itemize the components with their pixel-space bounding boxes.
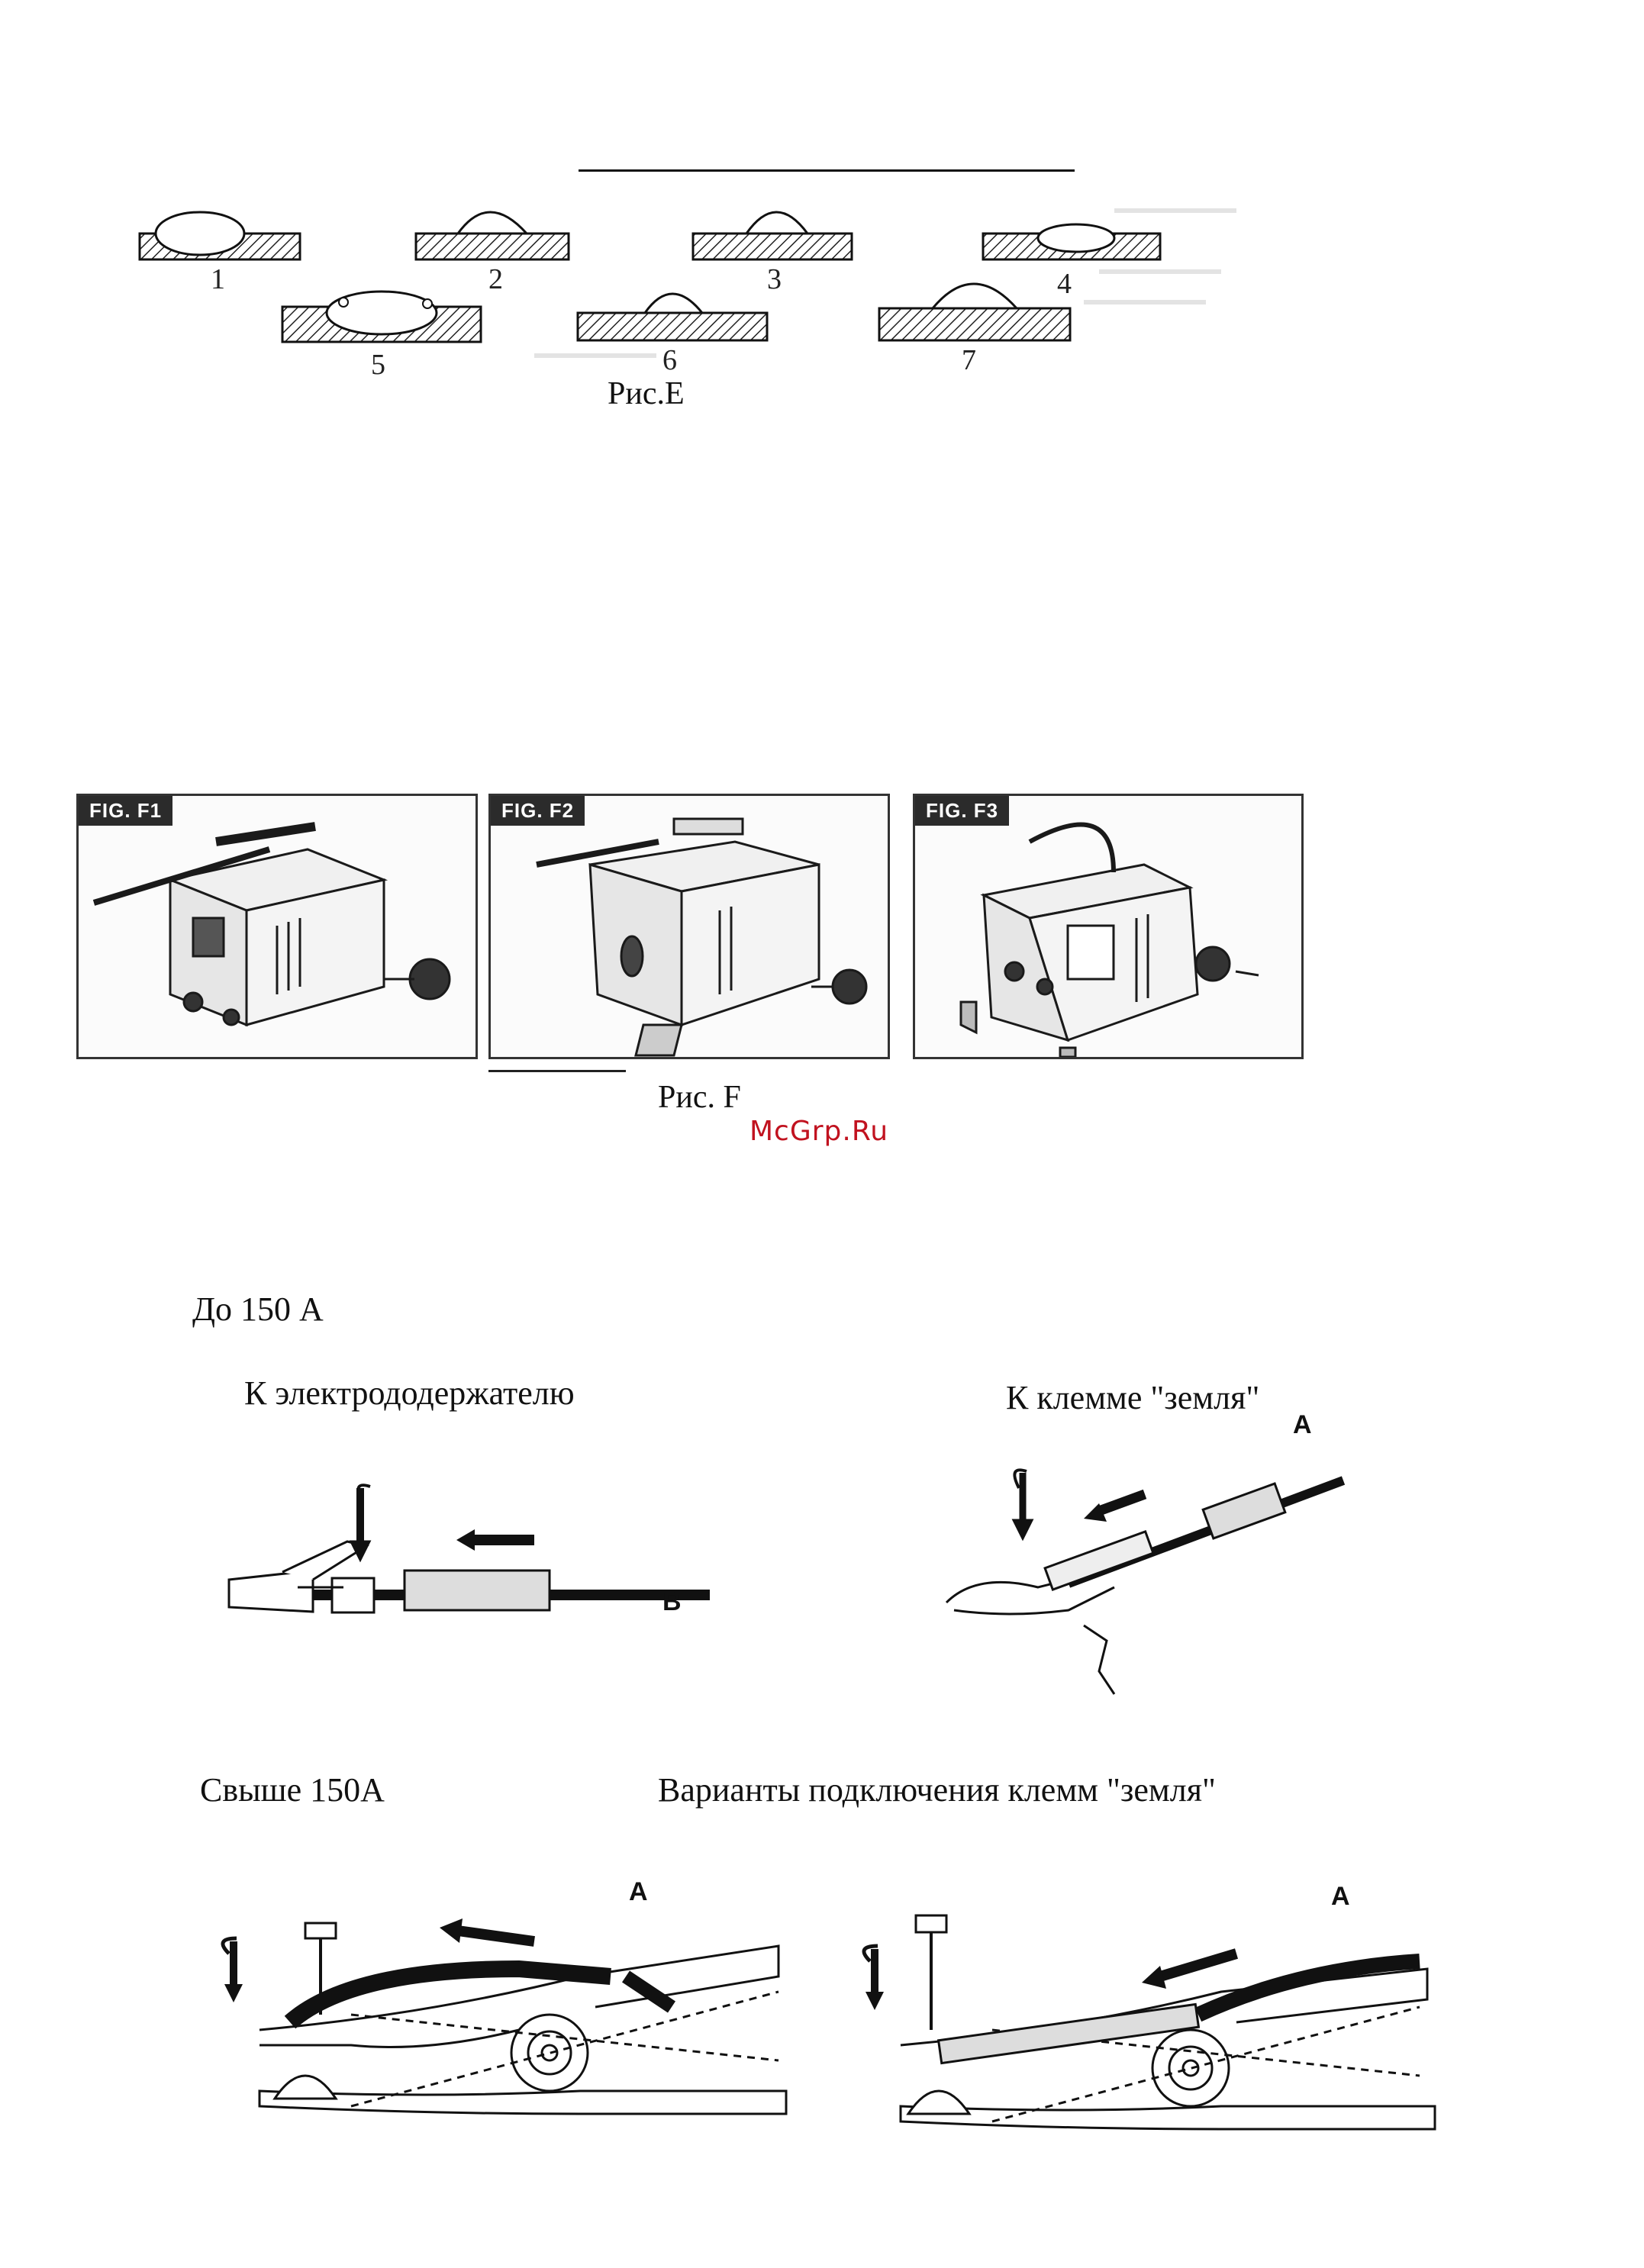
bead-label-3: 3 [767, 263, 782, 296]
ground-clamp-label: К клемме "земля" [1006, 1378, 1259, 1417]
fig-f-caption: Рис. F [658, 1079, 741, 1116]
ground-variants-label: Варианты подключения клемм "земля" [658, 1770, 1216, 1809]
bead-1-drawing [140, 212, 300, 259]
bead-2-drawing [416, 212, 569, 259]
section-high-title: Свыше 150А [200, 1770, 385, 1809]
bead-4-drawing [983, 224, 1160, 259]
cable-a-left-label: A [629, 1877, 648, 1907]
insertion-arrow-b [456, 1529, 534, 1551]
fig-f: FIG. F1 FIG. F2 [0, 763, 1644, 1145]
weld-bead-diagrams [0, 0, 1644, 427]
cable-a-label: A [1293, 1410, 1312, 1440]
insertion-arrow-a-high-right [1142, 1954, 1236, 1989]
fig-f1-panel: FIG. F1 [76, 794, 478, 1059]
fig-f3-tag: FIG. F3 [915, 796, 1009, 826]
watermark: McGrp.Ru [749, 1116, 888, 1147]
bead-6-drawing [578, 294, 767, 340]
bead-label-5: 5 [371, 348, 385, 382]
fig-f3-panel: FIG. F3 [913, 794, 1304, 1059]
bead-label-7: 7 [962, 343, 976, 377]
ground-clamp-variant-1 [198, 1862, 809, 2121]
ground-clamp-variant-2 [840, 1862, 1450, 2137]
welder-assembly-f1-icon [79, 796, 475, 1057]
bead-label-2: 2 [488, 263, 503, 296]
fig-e-caption: Рис.E [608, 375, 685, 412]
welder-assembly-f2-icon [491, 796, 888, 1057]
welder-assembly-f3-icon [915, 796, 1301, 1057]
bead-7-drawing [879, 284, 1070, 340]
insertion-arrow-a-high-left [440, 1918, 534, 1943]
cable-b-label: B [662, 1587, 682, 1617]
bead-label-6: 6 [662, 343, 677, 377]
bead-label-4: 4 [1057, 267, 1072, 301]
section-low-title: До 150 А [192, 1290, 324, 1329]
fig-f2-panel: FIG. F2 [488, 794, 890, 1059]
fig-f2-tag: FIG. F2 [491, 796, 585, 826]
bead-5-drawing [282, 292, 481, 342]
ground-clamp-diagram [916, 1419, 1359, 1709]
bead-label-1: 1 [211, 263, 225, 296]
fig-f1-tag: FIG. F1 [79, 796, 172, 826]
fig-e: 1 2 3 4 5 6 7 Рис.E [0, 0, 1644, 427]
bead-3-drawing [693, 212, 852, 259]
insertion-arrow-a-low [1084, 1494, 1145, 1522]
electrode-holder-diagram [214, 1480, 748, 1664]
fig-f-underline [488, 1070, 626, 1072]
cable-a-right-label: A [1331, 1882, 1350, 1912]
electrode-holder-label: К электрододержателю [244, 1374, 575, 1413]
